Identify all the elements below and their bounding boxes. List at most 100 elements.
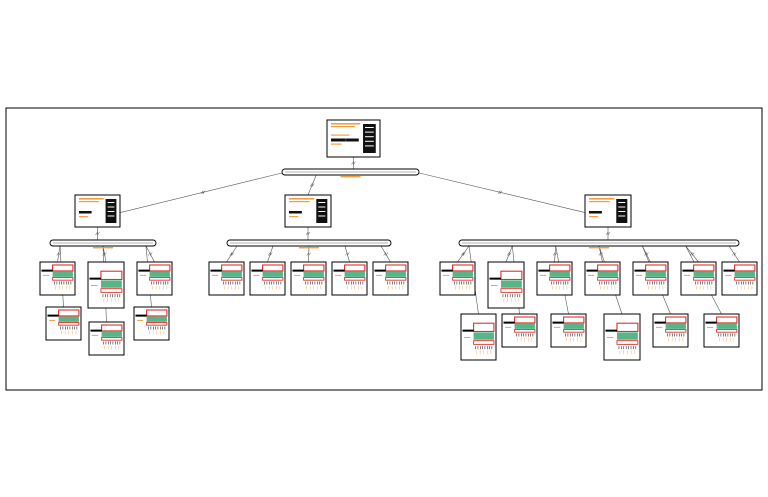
- device-m3: [290, 261, 327, 296]
- side-connector-icon: [489, 277, 502, 280]
- side-connector-icon: [462, 329, 474, 332]
- controller-subtitle-mark: [331, 126, 355, 128]
- port-label-mark: [589, 216, 599, 218]
- device-label-mark: [43, 274, 50, 276]
- module-red-strip-icon: [149, 277, 171, 281]
- left-controller: [74, 194, 121, 228]
- side-connector-icon: [705, 321, 717, 324]
- module-red-strip-icon: [58, 322, 80, 326]
- device-r8: [460, 313, 497, 361]
- side-connector-icon: [552, 321, 564, 324]
- device-label-mark: [636, 274, 643, 276]
- device-label-mark: [443, 274, 450, 276]
- module-red-strip-icon: [716, 329, 738, 333]
- device-r3: [536, 261, 573, 296]
- link-connector-icon: [305, 231, 311, 236]
- port-block-icon: [346, 138, 359, 142]
- module-red-icon: [616, 322, 639, 333]
- side-connector-icon: [89, 277, 102, 280]
- side-connector-icon: [723, 269, 735, 272]
- module-red-icon: [303, 264, 325, 272]
- display-line: [618, 215, 626, 217]
- link-connector-icon: [552, 251, 558, 257]
- device-label-mark: [540, 274, 547, 276]
- controller-title-mark: [289, 198, 315, 200]
- module-red-icon: [100, 270, 123, 281]
- module-red-strip-icon: [473, 340, 495, 345]
- link-connector-icon: [351, 160, 356, 166]
- main-bus-label-mark: [340, 176, 361, 178]
- link-connector-icon: [200, 189, 206, 195]
- module-red-strip-icon: [303, 277, 325, 281]
- display-screen-icon: [363, 124, 376, 153]
- module-green-icon: [344, 271, 365, 277]
- device-l1: [39, 261, 76, 296]
- module-red-icon: [549, 264, 571, 272]
- module-green-icon: [597, 271, 618, 277]
- module-green-icon: [58, 316, 79, 322]
- display-line: [618, 211, 626, 212]
- device-r7: [721, 261, 758, 296]
- link-connector-icon: [605, 231, 611, 236]
- module-red-strip-icon: [597, 277, 619, 281]
- device-label-mark: [464, 337, 471, 338]
- display-line: [365, 127, 374, 128]
- module-green-icon: [262, 271, 283, 277]
- port-label-mark: [79, 216, 88, 218]
- device-m1: [208, 261, 245, 296]
- display-line: [107, 215, 115, 217]
- module-red-icon: [452, 264, 474, 272]
- side-connector-icon: [586, 269, 598, 272]
- middle-bus-label-mark: [299, 247, 319, 249]
- side-connector-icon: [605, 329, 618, 332]
- device-label-mark: [294, 274, 301, 276]
- display-line: [107, 211, 115, 212]
- module-green-icon: [645, 271, 666, 277]
- port-block-icon: [331, 138, 346, 142]
- module-red-icon: [563, 316, 585, 324]
- diagram-frame: [5, 107, 763, 391]
- port-block-icon: [79, 211, 92, 214]
- controller-title-mark: [79, 198, 104, 200]
- link-connector-icon: [497, 189, 503, 195]
- module-green-icon: [500, 280, 522, 288]
- display-line: [365, 131, 374, 133]
- link-connector-icon: [383, 251, 388, 257]
- module-green-icon: [100, 280, 122, 288]
- device-label-mark: [376, 274, 383, 276]
- display-line: [365, 140, 374, 142]
- module-red-strip-icon: [734, 277, 756, 281]
- device-label-mark: [212, 274, 219, 276]
- module-red-strip-icon: [452, 277, 474, 281]
- device-r4: [584, 261, 621, 296]
- link-connector-icon: [345, 251, 350, 257]
- device-m2: [249, 261, 286, 296]
- link-layer: [56, 157, 740, 323]
- module-green-icon: [101, 331, 122, 337]
- side-connector-icon: [90, 329, 102, 332]
- module-red-icon: [716, 316, 738, 324]
- device-r5: [632, 261, 669, 296]
- module-red-icon: [645, 264, 667, 272]
- device-label-mark: [607, 337, 614, 338]
- side-connector-icon: [333, 269, 345, 272]
- module-green-icon: [665, 323, 686, 329]
- controller-subtitle-mark: [79, 201, 100, 203]
- device-label-mark: [137, 319, 144, 321]
- module-red-strip-icon: [693, 277, 715, 281]
- module-red-icon: [665, 316, 687, 324]
- device-l3: [136, 261, 173, 296]
- left-bus-label-mark: [93, 247, 113, 249]
- device-l4: [45, 306, 82, 341]
- link-connector-icon: [309, 182, 315, 188]
- side-connector-icon: [654, 321, 666, 324]
- side-connector-icon: [251, 269, 263, 272]
- module-green-icon: [473, 332, 494, 340]
- module-red-icon: [52, 264, 74, 272]
- device-l6: [133, 306, 170, 341]
- module-red-icon: [514, 316, 536, 324]
- port-label-mark: [331, 134, 350, 136]
- port-label-mark: [289, 216, 299, 218]
- right-controller: [584, 194, 632, 228]
- module-red-icon: [146, 309, 168, 317]
